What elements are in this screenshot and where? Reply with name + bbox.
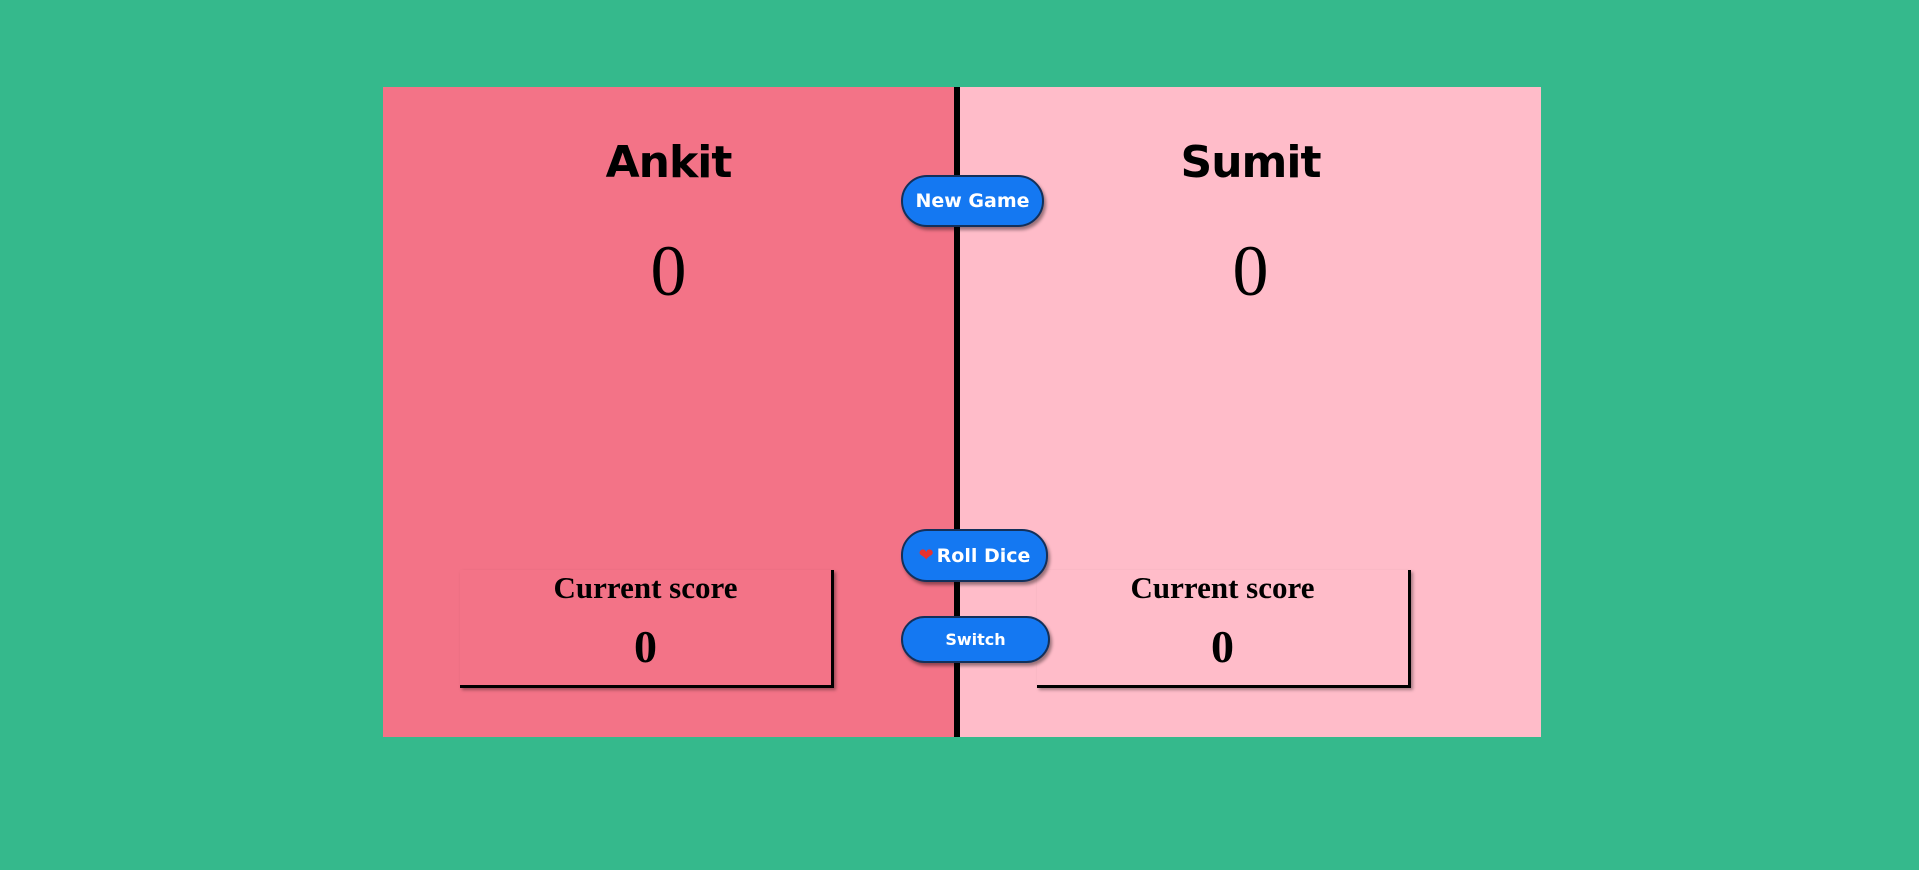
switch-label: Switch	[945, 630, 1006, 649]
roll-dice-label: Roll Dice	[936, 544, 1031, 567]
heart-icon: ❤	[918, 544, 934, 566]
player-1-current-label: Current score	[553, 570, 738, 605]
player-1-total-score: 0	[650, 231, 687, 311]
player-2-panel: Sumit 0 Current score 0	[960, 87, 1541, 737]
player-1-name: Ankit	[605, 137, 733, 188]
new-game-button[interactable]: New Game	[901, 175, 1044, 227]
player-2-current-score: 0	[1211, 621, 1234, 672]
game-board: Ankit 0 Current score 0 Sumit 0 Current …	[383, 87, 1541, 737]
player-2-current-box: Current score 0	[1037, 570, 1411, 688]
player-1-panel: Ankit 0 Current score 0	[383, 87, 960, 737]
player-2-current-label: Current score	[1130, 570, 1315, 605]
player-2-name: Sumit	[1180, 137, 1322, 188]
new-game-label: New Game	[915, 190, 1030, 212]
player-1-current-score: 0	[634, 621, 657, 672]
switch-button[interactable]: Switch	[901, 616, 1050, 663]
roll-dice-button[interactable]: ❤ Roll Dice	[901, 529, 1048, 582]
player-2-total-score: 0	[1232, 231, 1269, 311]
player-1-current-box: Current score 0	[460, 570, 834, 688]
